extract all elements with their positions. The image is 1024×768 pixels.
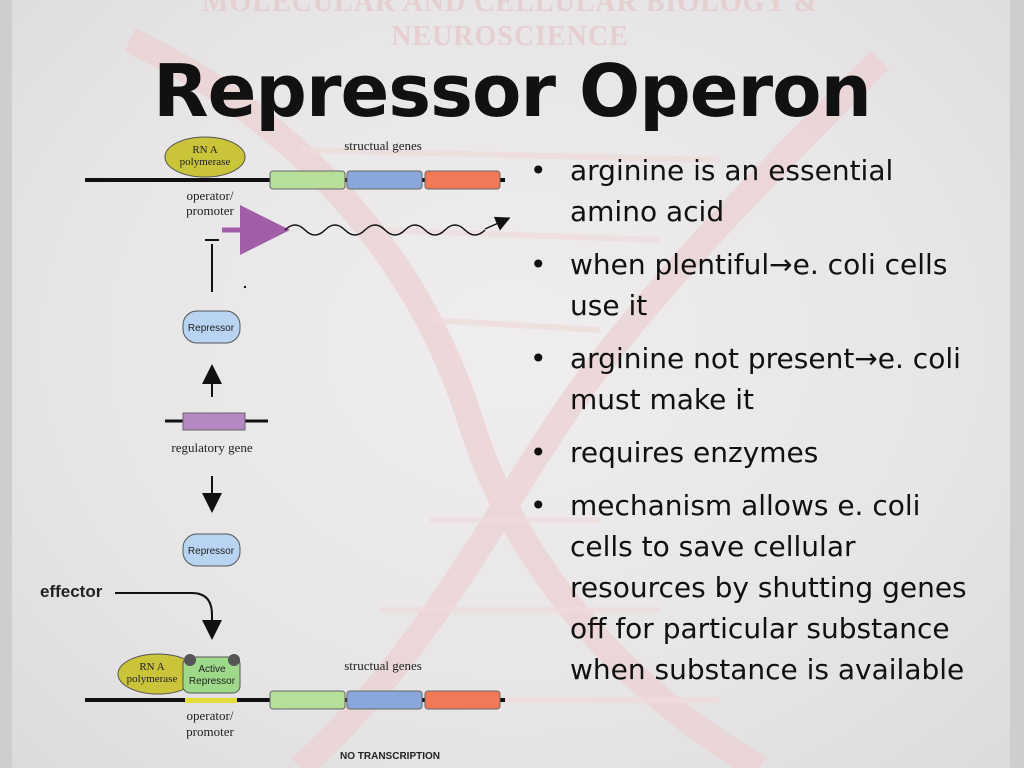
effector-arrow — [115, 592, 222, 640]
background-header-line-1: MOLECULAR AND CELLULAR BIOLOGY & — [202, 0, 818, 18]
repressor-operon-diagram: RN A polymerase structual genes operator… — [40, 136, 511, 762]
gene-green-bottom — [269, 690, 346, 710]
gene-orange-bottom — [424, 690, 501, 710]
bullet-item: mechanism allows e. coli cells to save c… — [530, 485, 975, 690]
repressor-2 — [182, 533, 241, 567]
operator-promoter-top-label-1: operator/ — [187, 188, 234, 203]
structural-genes-bottom-label: structual genes — [344, 658, 422, 673]
bullet-list: arginine is an essential amino acid when… — [530, 150, 975, 702]
regulatory-gene-label: regulatory gene — [171, 440, 252, 455]
rna-polymerase-bottom-label-2: polymerase — [127, 673, 178, 685]
rna-polymerase-top — [164, 136, 246, 178]
slide-frame-right — [1010, 0, 1024, 768]
mrna-wavy-line — [284, 224, 486, 236]
slide-frame-left — [0, 0, 12, 768]
effector-molecule-left — [184, 654, 196, 666]
effector-molecule-right — [228, 654, 240, 666]
operator-site — [185, 698, 237, 703]
rna-polymerase-bottom-label-1: RN A — [139, 661, 164, 673]
operator-promoter-top-label-2: promoter — [186, 203, 234, 218]
rna-polymerase-top-label-2: polymerase — [180, 156, 231, 168]
active-repressor — [182, 656, 241, 694]
gene-blue-bottom — [346, 690, 423, 710]
effector-label: effector — [40, 582, 103, 601]
repressor-1 — [182, 310, 241, 344]
mrna-arrowhead — [484, 216, 511, 231]
slide-title: Repressor Operon — [153, 49, 872, 133]
gene-orange-top — [424, 170, 501, 190]
operator-promoter-bottom-label-1: operator/ — [187, 708, 234, 723]
background-header-line-2: NEUROSCIENCE — [391, 21, 629, 52]
gene-green-top — [269, 170, 346, 190]
regulatory-gene — [182, 412, 246, 431]
no-transcription-label: NO TRANSCRIPTION — [340, 751, 440, 762]
structural-genes-top-label: structual genes — [344, 138, 422, 153]
bullet-item: requires enzymes — [530, 432, 975, 473]
repressor-1-label: Repressor — [188, 323, 235, 334]
repressor-2-label: Repressor — [188, 546, 235, 557]
background-header: MOLECULAR AND CELLULAR BIOLOGY & NEUROSC… — [150, 0, 870, 54]
bullet-item: arginine is an essential amino acid — [530, 150, 975, 232]
speck — [243, 285, 247, 289]
operator-promoter-bottom-label-2: promoter — [186, 724, 234, 739]
bullet-item: when plentiful→e. coli cells use it — [530, 244, 975, 326]
bullet-item: arginine not present→e. coli must make i… — [530, 338, 975, 420]
rna-polymerase-top-label-1: RN A — [192, 144, 217, 156]
active-repressor-label-2: Repressor — [189, 676, 236, 687]
gene-blue-top — [346, 170, 423, 190]
active-repressor-label-1: Active — [198, 664, 226, 675]
